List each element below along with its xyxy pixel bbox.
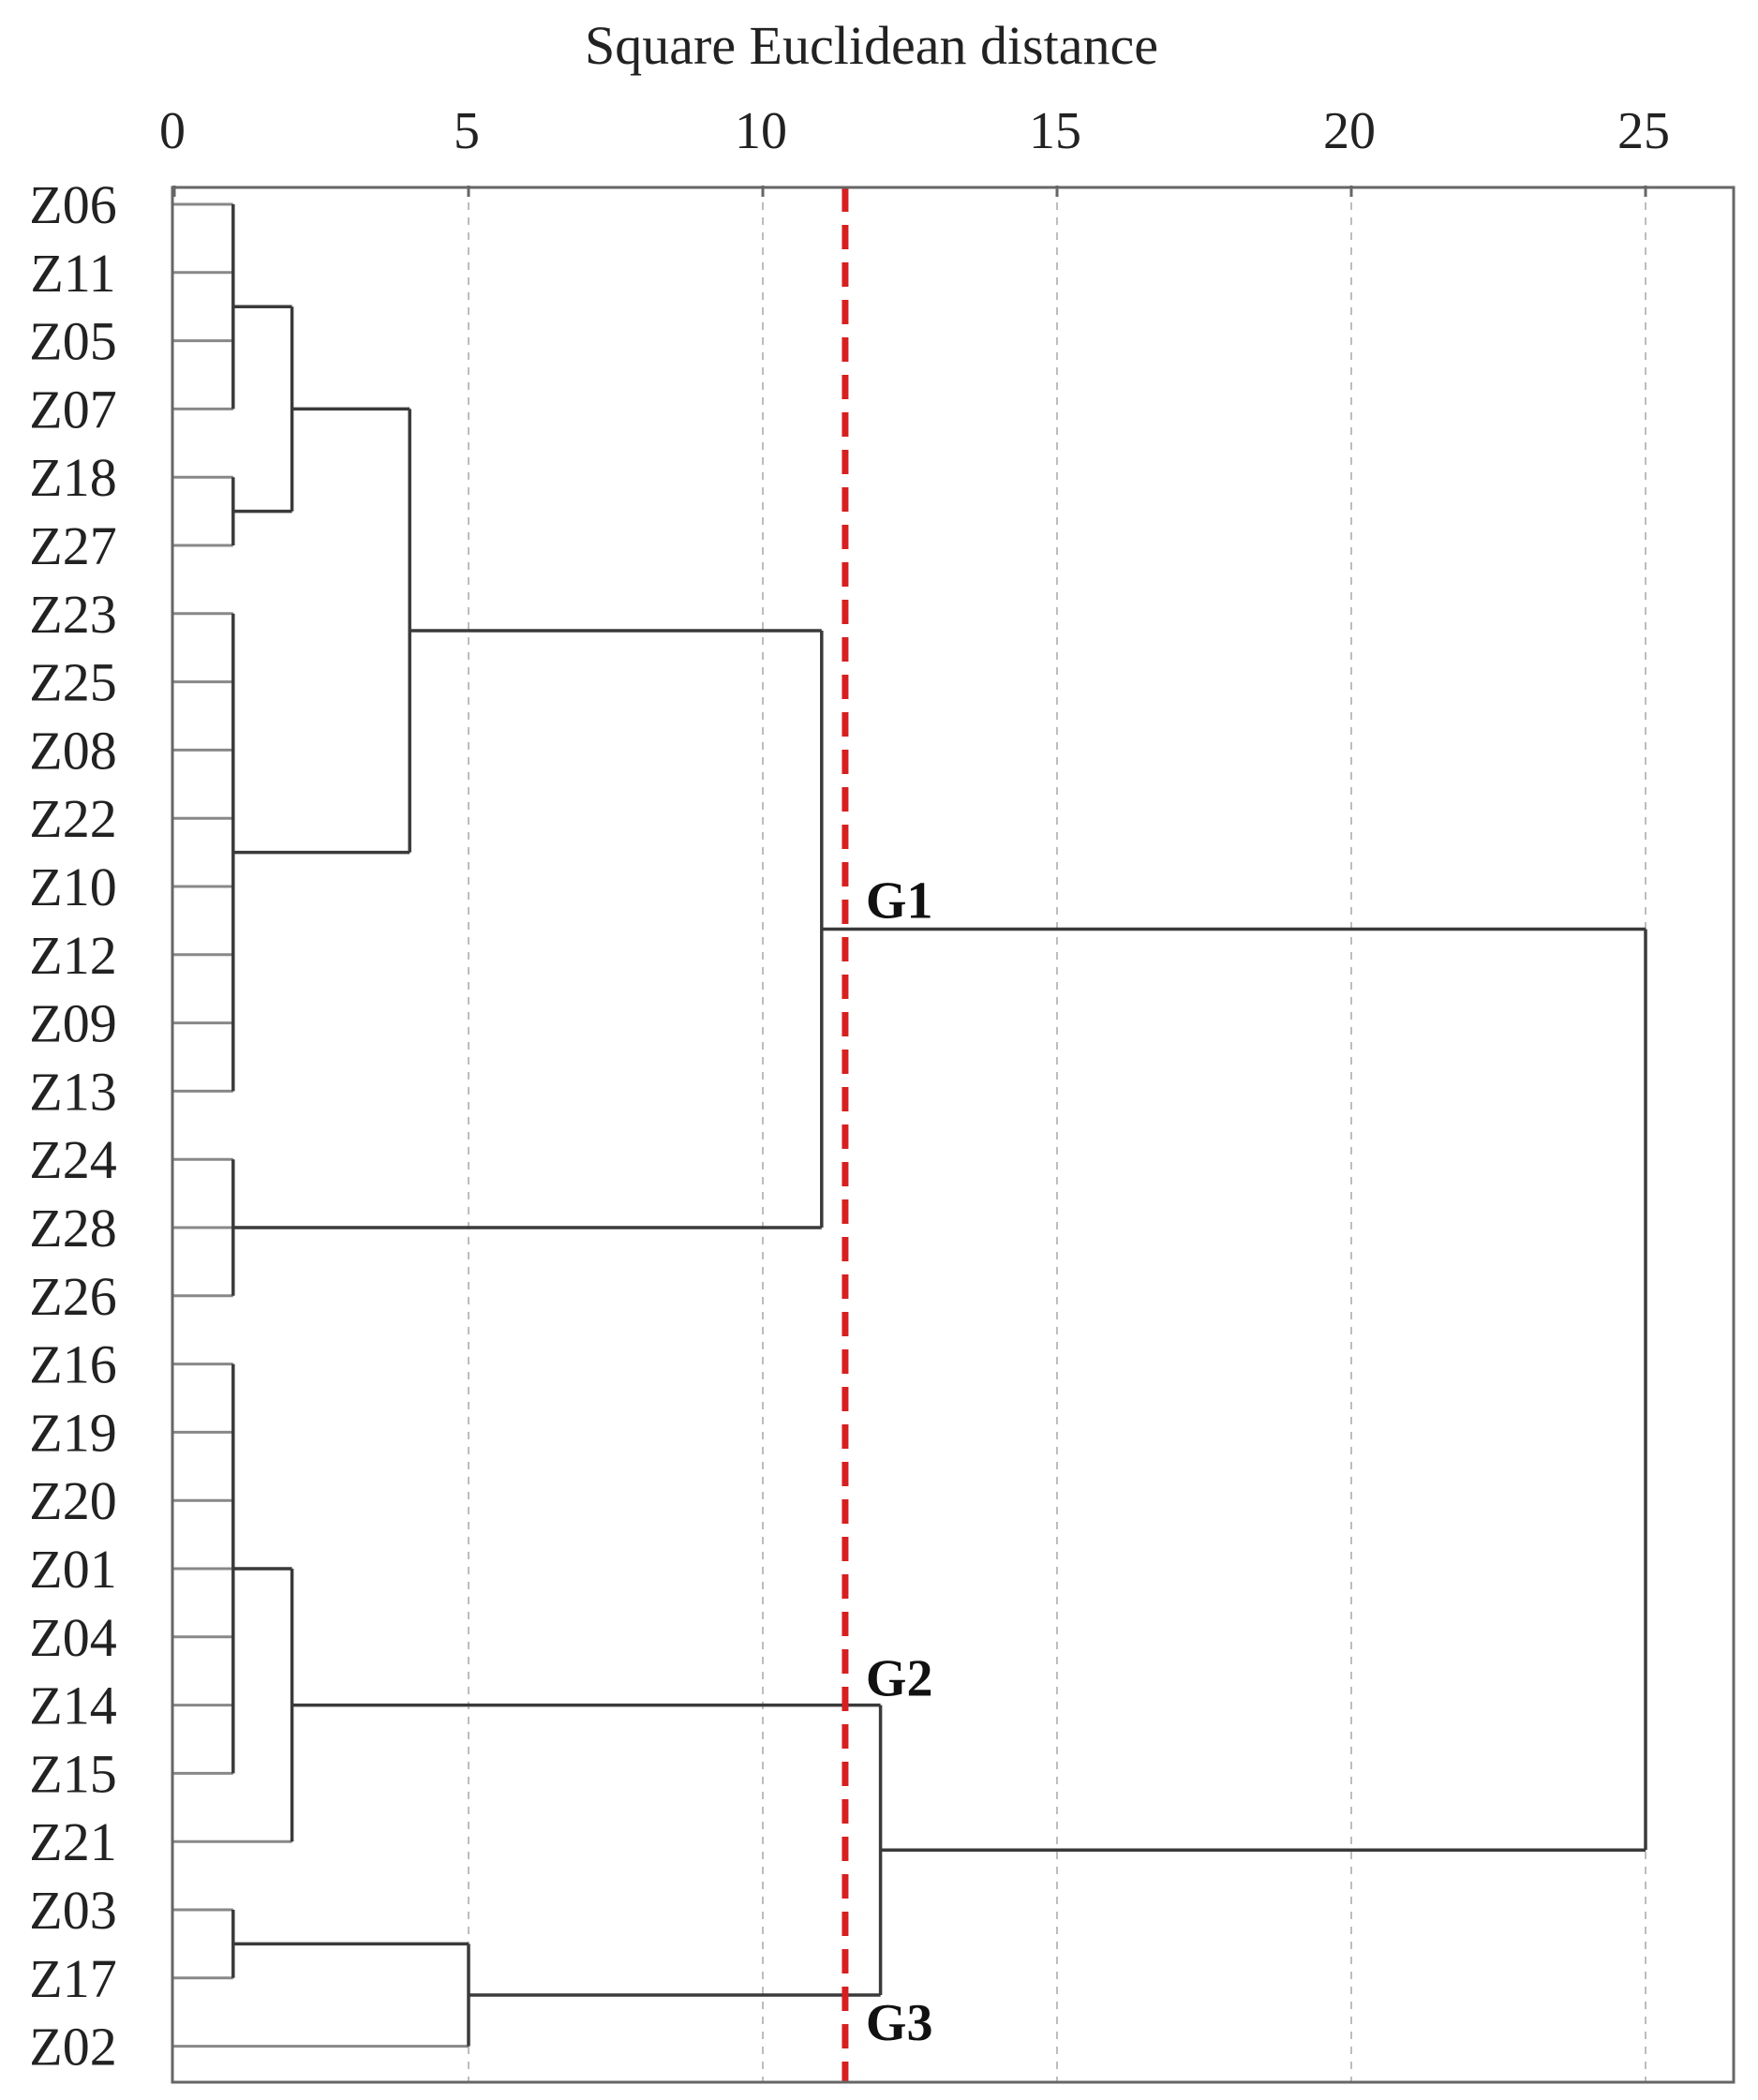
cluster-c8 [172,1363,235,1775]
leaf-label-z24: Z24 [29,1129,116,1190]
leaf-label-z06: Z06 [29,174,116,235]
leaf-label-z26: Z26 [29,1266,116,1327]
x-tick-label-0: 0 [159,102,186,160]
group-label-g1: G1 [866,872,933,931]
leaf-label-z14: Z14 [29,1676,116,1736]
x-tick-labels: 0 5 10 15 20 25 [159,102,1670,197]
cluster-c4 [172,612,235,1093]
leaf-label-z09: Z09 [29,993,116,1054]
cluster-c7 [232,629,824,1229]
leaf-label-z15: Z15 [29,1743,116,1804]
leaf-label-z28: Z28 [29,1198,116,1259]
cluster-c1 [172,202,235,410]
leaf-label-z25: Z25 [29,652,116,713]
leaf-label-z12: Z12 [29,925,116,986]
cluster-c13 [821,927,1647,1853]
x-tick-label-10: 10 [735,102,787,160]
leaf-label-z27: Z27 [29,515,116,576]
dendrogram-branches [172,202,1647,2048]
cluster-c10 [172,1908,235,1980]
cluster-c3 [232,305,294,514]
leaf-label-z20: Z20 [29,1470,116,1531]
leaf-label-z07: Z07 [29,379,116,439]
cluster-c5 [232,407,411,855]
group-label-g3: G3 [866,1994,933,2052]
leaf-label-z13: Z13 [29,1061,116,1122]
leaf-label-z11: Z11 [30,243,115,304]
leaf-label-z18: Z18 [29,447,116,508]
leaf-label-z22: Z22 [29,788,116,849]
leaf-label-z10: Z10 [29,856,116,917]
cluster-c6 [172,1157,235,1298]
leaf-label-z08: Z08 [29,720,116,781]
x-tick-label-20: 20 [1323,102,1376,160]
x-tick-label-25: 25 [1617,102,1670,160]
x-tick-label-15: 15 [1029,102,1081,160]
leaf-label-z16: Z16 [29,1334,116,1395]
group-label-g2: G2 [866,1650,933,1708]
leaf-label-z17: Z17 [29,1948,116,2009]
leaf-label-z19: Z19 [29,1402,116,1463]
cluster-c12 [291,1703,883,1997]
x-axis-title: Square Euclidean distance [585,15,1158,76]
x-tick-label-5: 5 [454,102,480,160]
leaf-label-z02: Z02 [29,2017,116,2078]
leaf-labels: Z06Z11Z05Z07Z18Z27Z23Z25Z08Z22Z10Z12Z09Z… [29,174,116,2078]
grid-layer [468,187,1646,2082]
leaf-label-z21: Z21 [29,1811,116,1872]
leaf-label-z05: Z05 [29,311,116,372]
cluster-c11 [172,1942,470,2048]
leaf-label-z04: Z04 [29,1607,116,1668]
leaf-label-z03: Z03 [29,1880,116,1941]
plot-frame [171,186,1736,2084]
leaf-label-z23: Z23 [29,584,116,645]
cluster-c2 [172,475,235,547]
leaf-label-z01: Z01 [29,1539,116,1600]
